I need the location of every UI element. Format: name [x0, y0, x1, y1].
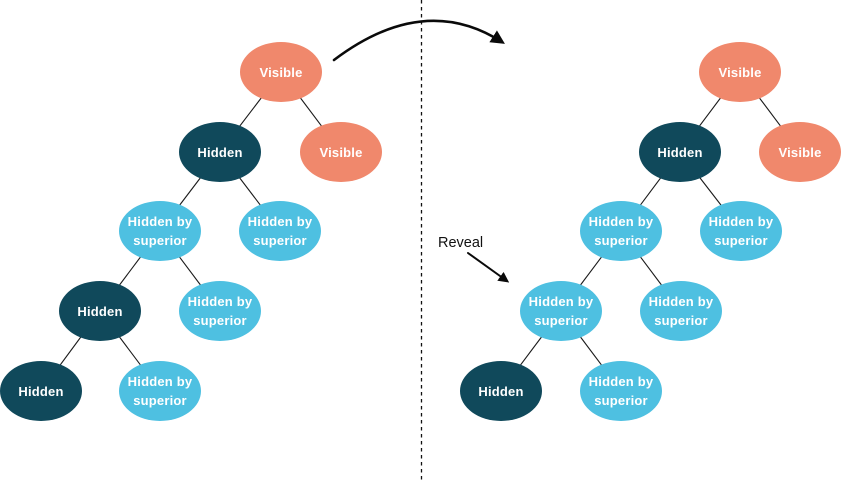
node-label: Hidden [657, 145, 702, 160]
node-ellipse [59, 281, 141, 341]
node-ellipse [0, 361, 82, 421]
tree-node-visible: Visible [300, 122, 382, 182]
node-ellipse [179, 281, 261, 341]
tree-node-hidden: Hidden [179, 122, 261, 182]
node-label: Hidden [478, 384, 523, 399]
reveal-label: Reveal [438, 235, 483, 251]
node-ellipse [520, 281, 602, 341]
node-ellipse [119, 361, 201, 421]
tree-node-visible: Visible [240, 42, 322, 102]
node-ellipse [580, 201, 662, 261]
tree-node-visible: Visible [699, 42, 781, 102]
node-ellipse [639, 122, 721, 182]
node-ellipse [699, 42, 781, 102]
tree-node-hidden: Hidden [639, 122, 721, 182]
node-ellipse [640, 281, 722, 341]
node-ellipse [759, 122, 841, 182]
node-ellipse [460, 361, 542, 421]
tree-node-hidden: Hidden [0, 361, 82, 421]
node-ellipse [240, 42, 322, 102]
node-ellipse [119, 201, 201, 261]
node-ellipse [300, 122, 382, 182]
reveal-arrow-icon [467, 252, 510, 283]
transform-arrow-icon [332, 19, 505, 62]
node-label: Hidden [77, 304, 122, 319]
node-ellipse [700, 201, 782, 261]
node-label: Visible [778, 145, 821, 160]
node-label: Hidden [18, 384, 63, 399]
node-label: Visible [718, 65, 761, 80]
tree-node-hidden: Hidden [59, 281, 141, 341]
node-ellipse [239, 201, 321, 261]
tree-node-hidden: Hidden [460, 361, 542, 421]
reveal-annotation: Reveal [438, 235, 510, 283]
node-label: Hidden [197, 145, 242, 160]
node-label: Visible [259, 65, 302, 80]
tree-node-visible: Visible [759, 122, 841, 182]
node-label: Visible [319, 145, 362, 160]
node-ellipse [580, 361, 662, 421]
node-ellipse [179, 122, 261, 182]
